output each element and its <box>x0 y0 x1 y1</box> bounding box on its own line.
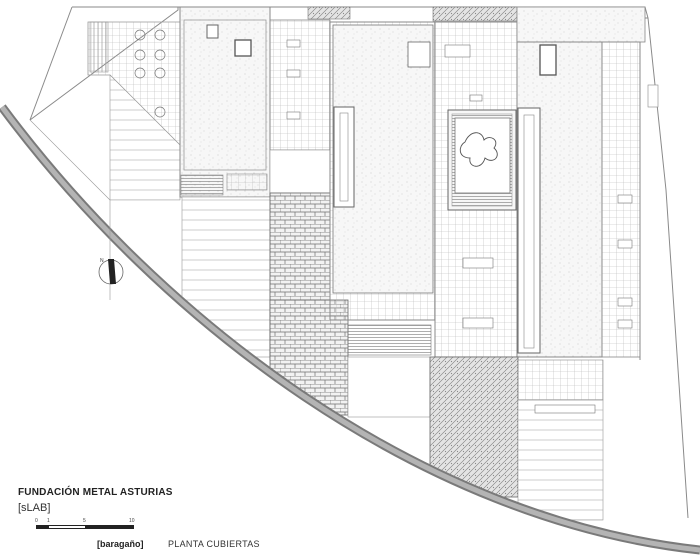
grid-roof-west <box>269 19 331 151</box>
scale-tick-10: 10 <box>129 518 135 524</box>
north-arrow-icon: N <box>97 256 127 286</box>
roof-block-central <box>329 21 436 356</box>
gravel-strip-north <box>307 6 351 20</box>
roof-block-west <box>179 6 271 358</box>
north-label: N <box>100 258 104 264</box>
central-patio <box>434 21 518 358</box>
tree-grid <box>134 29 166 118</box>
firm-label: [baragaño] <box>97 539 144 549</box>
drawing-title: PLANTA CUBIERTAS <box>168 539 260 549</box>
scale-bar: 0 1 5 10 <box>33 518 143 534</box>
scale-tick-0: 0 <box>35 518 38 524</box>
scale-tick-5: 5 <box>83 518 86 524</box>
gravel-strip-north-east <box>432 6 518 22</box>
planter-shape <box>459 132 498 167</box>
west-terrace <box>87 21 181 201</box>
scale-tick-1: 1 <box>47 518 50 524</box>
site-mask <box>0 100 700 555</box>
roof-block-east <box>516 6 659 358</box>
project-title: FUNDACIÓN METAL ASTURIAS <box>18 487 173 498</box>
studio-label: [sLAB] <box>18 502 51 514</box>
